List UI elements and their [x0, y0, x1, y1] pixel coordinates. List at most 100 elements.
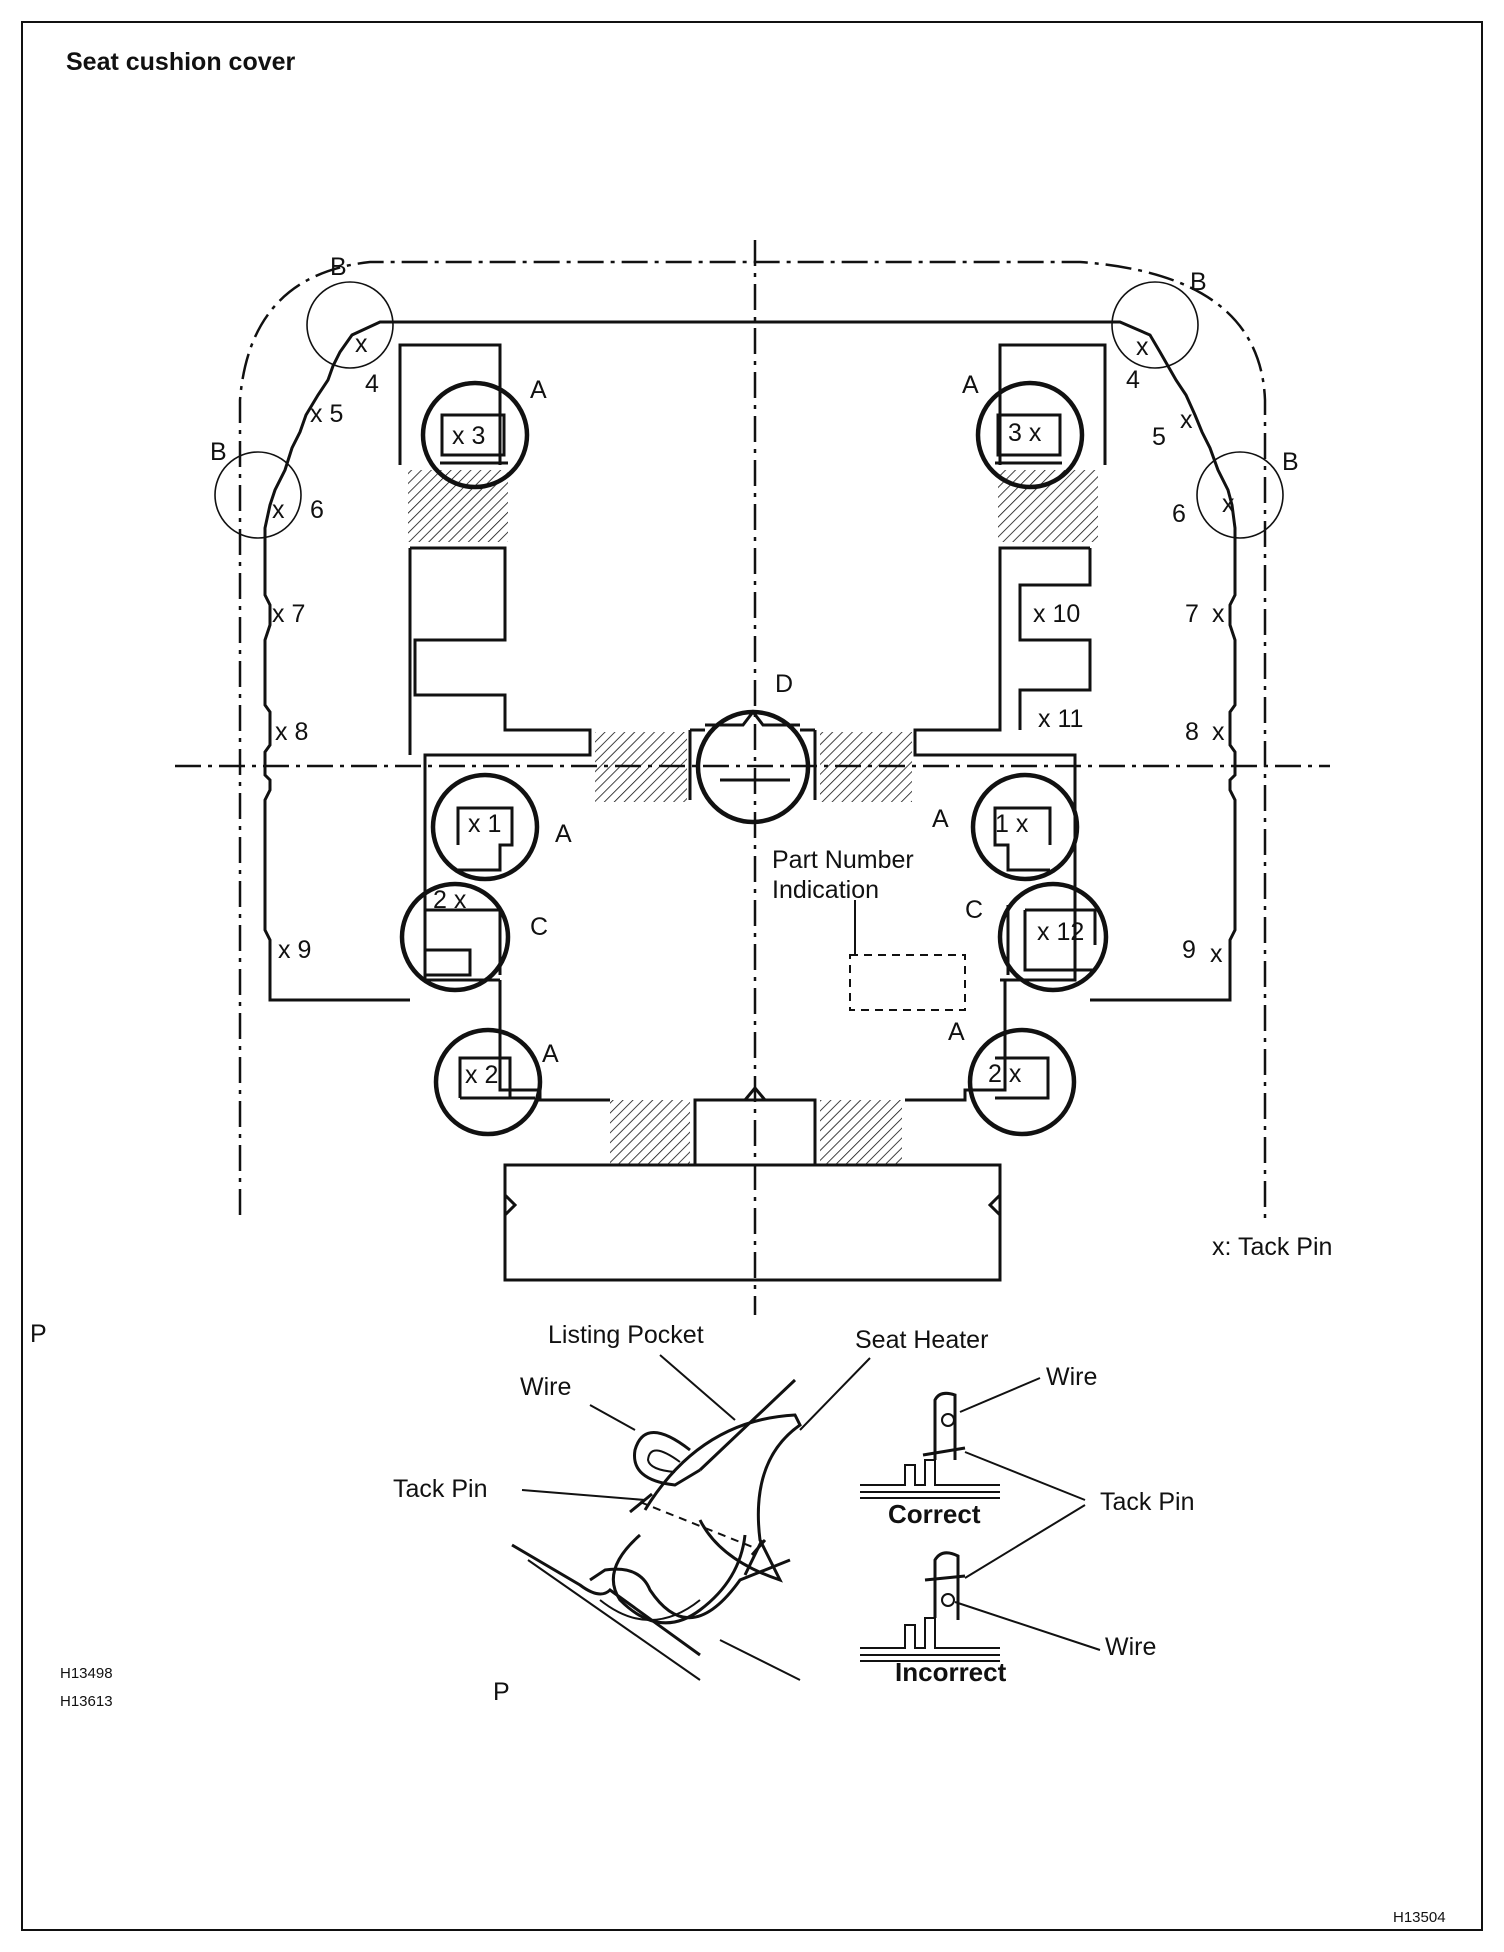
- cover-outline-right: [820, 320, 1237, 1002]
- bottom-panel: [503, 1163, 1002, 1282]
- hatch-center-left: [595, 732, 687, 802]
- label-d: D: [775, 670, 793, 698]
- tack-pin-right-9x: x: [1210, 940, 1223, 968]
- tack-pin-right-1: 1 x: [995, 810, 1029, 838]
- diagram-title: Seat cushion cover: [66, 48, 296, 76]
- label-b-4: B: [1282, 448, 1299, 476]
- tack-pin-right-12: x 12: [1037, 918, 1084, 946]
- cover-outline-left: [263, 320, 820, 1002]
- incorrect-wire-loop: [933, 1551, 960, 1620]
- leader-wire-detail: [589, 1404, 636, 1431]
- seat-heater-sheet: [643, 1413, 802, 1583]
- label-tack-pin-right: Tack Pin: [1100, 1488, 1194, 1516]
- p-mark-left: P: [30, 1320, 47, 1348]
- right-upper-channel: [998, 343, 1107, 465]
- clip-slot-a-right-upper: [996, 413, 1062, 457]
- tack-pin-right-5: 5: [1152, 423, 1166, 451]
- tack-pin-right-b1-x: x: [1136, 333, 1149, 361]
- bottom-panel-notches: [503, 1193, 1002, 1217]
- clip-circles: [399, 380, 1109, 1137]
- correct-layers: [860, 1459, 1000, 1499]
- label-a-5: A: [542, 1040, 559, 1068]
- figure-code-2: H13613: [60, 1693, 113, 1710]
- clip-slot-a-left-upper: [440, 413, 506, 457]
- label-tack-pin-detail: Tack Pin: [393, 1475, 487, 1503]
- circle-a-left-upper: [420, 380, 530, 490]
- p-mark-bottom: P: [493, 1678, 510, 1706]
- circle-b-right-mid: [1196, 451, 1284, 539]
- label-b-3: B: [1190, 268, 1207, 296]
- tack-pin-legend: x: Tack Pin: [1212, 1233, 1332, 1261]
- incorrect-layers: [860, 1617, 1000, 1662]
- tack-pin-right-5x: x: [1180, 406, 1193, 434]
- tack-pin-dashed: [639, 1501, 756, 1549]
- tack-pin-tail: [743, 1539, 764, 1576]
- clip-a-right-mid: [993, 806, 1052, 872]
- figure-code-3: H13504: [1393, 1909, 1446, 1926]
- tack-pin-left-2b: x 2: [465, 1061, 498, 1089]
- circle-a-right-lower: [967, 1027, 1077, 1137]
- center-slot: [688, 728, 817, 800]
- tack-pin-right-6: 6: [1172, 500, 1186, 528]
- leader-wire-correct: [959, 1377, 1041, 1413]
- tack-pin-right-4: 4: [1126, 366, 1140, 394]
- label-listing-pocket: Listing Pocket: [548, 1321, 704, 1349]
- label-correct: Correct: [888, 1499, 981, 1529]
- clip-c-right: [1006, 905, 1097, 975]
- tack-pin-left-3: x 3: [452, 422, 485, 450]
- circle-c-left: [399, 881, 511, 993]
- hatch-left-upper: [408, 470, 508, 542]
- leader-seat-heater: [799, 1357, 871, 1431]
- correct-pin: [922, 1446, 966, 1457]
- tack-pin-head-left: [629, 1492, 653, 1514]
- label-wire-correct: Wire: [1046, 1363, 1097, 1391]
- hatch-bottom-right: [820, 1100, 902, 1165]
- tack-pin-left-1: x 1: [468, 810, 501, 838]
- base-sheet-2: [527, 1559, 701, 1681]
- b-circles: [214, 281, 1284, 539]
- letter-labels: B B B B A A A A A A C C D Part Number In…: [210, 253, 1299, 1068]
- label-b-1: B: [330, 253, 347, 281]
- tack-pin-right-9: 9: [1182, 936, 1196, 964]
- circle-a-left-lower: [433, 1027, 543, 1137]
- lower-center-notch: [743, 1085, 767, 1101]
- outer-cover-outline: [238, 260, 1267, 1220]
- tack-pin-left-9: x 9: [278, 936, 311, 964]
- pocket-fold-1: [589, 1558, 791, 1619]
- circle-a-right-mid: [970, 772, 1080, 882]
- cushion-top-view: [175, 240, 1330, 1315]
- correct-wire: [941, 1413, 955, 1427]
- label-a-6: A: [948, 1018, 965, 1046]
- label-c-2: C: [965, 896, 983, 924]
- circle-a-left-mid: [430, 772, 540, 882]
- circle-a-right-upper: [975, 380, 1085, 490]
- leader-listing-pocket: [659, 1354, 736, 1421]
- figure-code-1: H13498: [60, 1665, 113, 1682]
- wire-loop-inner: [646, 1449, 681, 1473]
- label-b-2: B: [210, 438, 227, 466]
- left-upper-channel: [398, 343, 502, 465]
- tack-pin-left-b1-x: x: [355, 330, 368, 358]
- tack-pin-right-7: 7: [1185, 600, 1199, 628]
- wire-loop: [633, 1431, 701, 1487]
- tack-pin-left-4: 4: [365, 370, 379, 398]
- lower-body: [498, 980, 1007, 1165]
- listing-pocket-detail: Listing Pocket Seat Heater Wire Tack Pin: [393, 1321, 988, 1681]
- label-a-2: A: [962, 371, 979, 399]
- tack-pin-right-3: 3 x: [1008, 419, 1042, 447]
- incorrect-pin: [924, 1574, 966, 1582]
- part-number-label-2: Indication: [772, 876, 879, 904]
- circle-c-right: [997, 881, 1109, 993]
- tack-pin-left-5: x 5: [310, 400, 343, 428]
- tack-pin-left-2a: 2 x: [433, 886, 467, 914]
- tack-pin-left-6: 6: [310, 496, 324, 524]
- leader-tack-pin-1: [964, 1451, 1086, 1501]
- hatch-bottom-left: [610, 1100, 690, 1165]
- tack-pin-right-8x: x: [1212, 718, 1225, 746]
- label-a-4: A: [932, 805, 949, 833]
- circle-b-right-top: [1111, 281, 1199, 369]
- left-comb-body: [410, 546, 592, 982]
- tack-pin-right-8: 8: [1185, 718, 1199, 746]
- right-comb-tabs: [1018, 548, 1092, 730]
